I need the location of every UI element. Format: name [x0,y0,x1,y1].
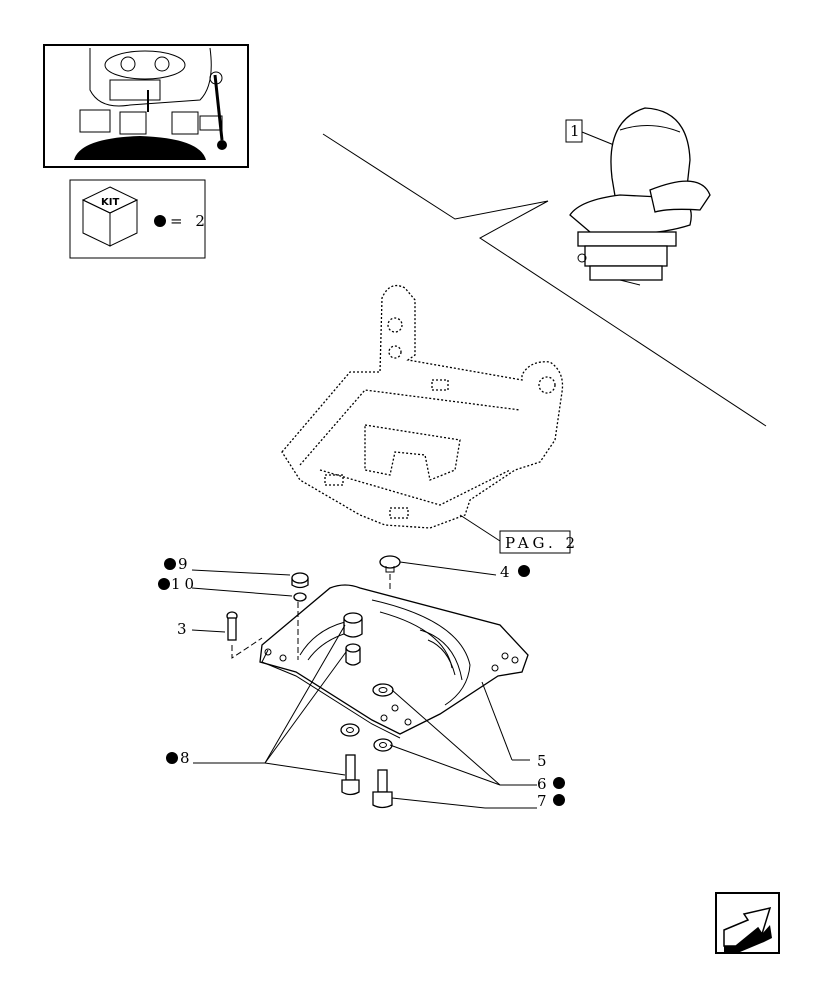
callout-4-label: 4 [500,563,514,581]
callout-3-label: 3 [177,620,191,638]
page-ref-leader [459,514,501,542]
hardware-parts [226,555,401,809]
callout-leaders [191,561,537,809]
callout-5-label: 5 [537,752,551,770]
callout-10-dot [158,578,170,590]
callout-8-label: 8 [180,749,194,767]
kit-marker-dot [154,215,166,227]
kit-equation: = 2 [170,212,209,230]
kit-label: KIT [101,197,119,208]
callout-4-dot [518,565,530,577]
kit-box: KIT = 2 [69,179,209,259]
callout-10-label: 10 [171,575,198,593]
page-ref-box [499,530,571,554]
callout-7-dot [553,794,565,806]
callout-labels: 9 10 3 4 8 5 6 7 [158,555,565,810]
callout-9-label: 9 [178,555,192,573]
callout-7-label: 7 [537,792,551,810]
callout-8-dot [166,752,178,764]
tractor-cab-thumbnail [43,44,249,168]
next-page-arrow-icon[interactable] [715,892,780,954]
seat-assembly-icon: 1 [565,107,711,286]
seat-frame-drawing [281,284,564,529]
page-ref-label: PAG. 2 [505,534,579,552]
callout-6-dot [553,777,565,789]
callout-9-dot [164,558,176,570]
callout-6-label: 6 [537,775,551,793]
callout-1-label: 1 [570,122,584,140]
section-divider [322,133,767,427]
